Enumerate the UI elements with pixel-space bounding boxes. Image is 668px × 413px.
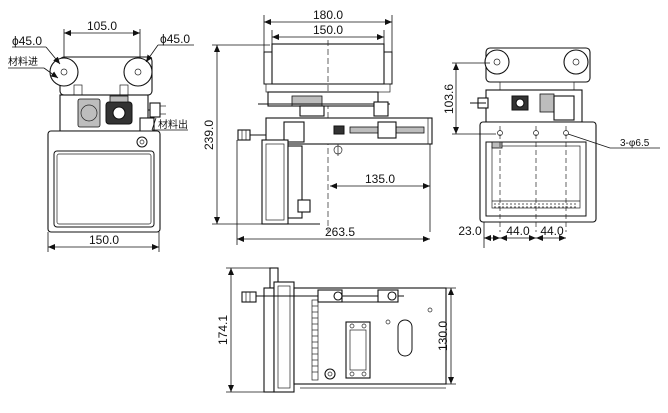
material-out-label: 材料出 xyxy=(158,118,188,131)
material-in-label: 材料进 xyxy=(8,55,38,68)
dim-bottom-width: 150.0 xyxy=(89,233,119,247)
dim-overall-top: 180.0 xyxy=(313,8,343,22)
holes-callout: 3-φ6.5 xyxy=(620,138,650,149)
dim-side-height: 239.0 xyxy=(202,120,216,150)
control-box xyxy=(47,130,161,233)
dim-spacing-1: 44.0 xyxy=(506,224,530,238)
dim-offset-left: 23.0 xyxy=(458,224,482,238)
dim-mid: 135.0 xyxy=(365,172,395,186)
left-roller-diameter: ϕ45.0 xyxy=(12,34,42,48)
display-screen xyxy=(53,150,155,228)
right-roller xyxy=(123,57,153,87)
dim-top-overall-height: 174.1 xyxy=(216,315,230,345)
end-cabinet xyxy=(479,121,597,223)
end-left-roller xyxy=(484,49,510,75)
end-view: 103.6 3-φ6.5 23.0 44.0 44.0 xyxy=(442,47,660,248)
feeder-mechanism xyxy=(59,94,149,132)
left-roller xyxy=(49,57,79,87)
dim-total-length: 263.5 xyxy=(325,225,355,239)
right-roller-diameter: ϕ45.0 xyxy=(160,32,190,46)
dim-end-height: 103.6 xyxy=(442,84,456,114)
scale-marks xyxy=(312,305,318,373)
top-control-plate xyxy=(345,321,371,379)
dim-spacing-2: 44.0 xyxy=(540,224,564,238)
side-view: 180.0 150.0 239.0 135.0 263.5 xyxy=(202,8,433,245)
top-view: 174.1 130.0 xyxy=(216,267,456,393)
power-knob xyxy=(136,136,148,148)
dim-inner-top: 150.0 xyxy=(313,23,343,37)
dim-top-inner-height: 130.0 xyxy=(436,321,450,351)
end-right-roller xyxy=(563,49,589,75)
front-view: 105.0 ϕ45.0 ϕ45.0 材料进 材料出 150.0 xyxy=(8,19,194,252)
dim-top-width: 105.0 xyxy=(87,19,117,33)
adjust-slot xyxy=(397,319,413,357)
top-frame xyxy=(273,281,295,393)
